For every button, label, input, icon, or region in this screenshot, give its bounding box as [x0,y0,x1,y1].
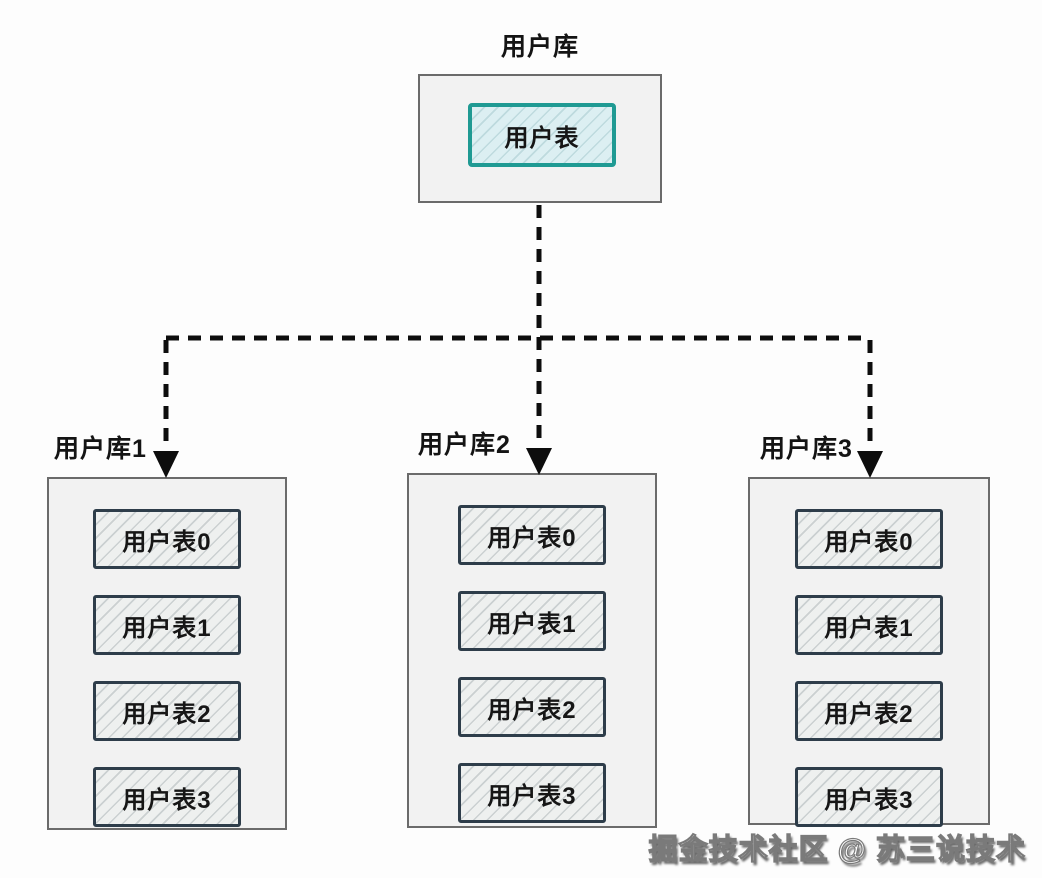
shard-db-box-3: 用户表0 用户表1 用户表2 用户表3 [748,477,990,827]
shard1-table-box-3: 用户表3 [93,767,241,827]
shard1-table-box-0: 用户表0 [93,509,241,569]
shard1-table-label-1: 用户表1 [122,614,212,642]
root-db-label: 用户库 [500,33,579,61]
shard3-table-label-0: 用户表0 [824,528,914,556]
shard2-table-box-1: 用户表1 [458,591,606,651]
shard2-table-box-0: 用户表0 [458,505,606,565]
shard-db-label-1: 用户库1 [54,435,147,463]
shard-db-box-1: 用户表0 用户表1 用户表2 用户表3 [47,477,287,830]
shard-db-label-3: 用户库3 [760,435,853,463]
shard1-table-box-2: 用户表2 [93,681,241,741]
shard2-table-label-3: 用户表3 [487,782,577,810]
shard-db-box-2: 用户表0 用户表1 用户表2 用户表3 [407,473,657,828]
arrow-down-icon-shard3 [857,451,883,478]
shard1-table-label-2: 用户表2 [122,700,212,728]
shard2-table-label-2: 用户表2 [487,696,577,724]
shard2-table-label-0: 用户表0 [487,524,577,552]
arrow-down-icon-shard1 [153,451,179,478]
shard3-table-box-1: 用户表1 [795,595,943,655]
root-table-label: 用户表 [504,124,580,152]
shard3-table-label-1: 用户表1 [824,614,914,642]
shard3-table-box-3: 用户表3 [795,767,943,827]
shard3-table-label-3: 用户表3 [824,786,914,814]
root-db-box: 用户表 [418,74,662,203]
shard2-table-box-2: 用户表2 [458,677,606,737]
arrow-down-icon-shard2 [526,448,552,475]
shard3-table-box-2: 用户表2 [795,681,943,741]
shard3-table-label-2: 用户表2 [824,700,914,728]
shard2-table-label-1: 用户表1 [487,610,577,638]
shard2-table-box-3: 用户表3 [458,763,606,823]
shard-db-label-2: 用户库2 [418,431,511,459]
shard1-table-label-3: 用户表3 [122,786,212,814]
shard1-table-box-1: 用户表1 [93,595,241,655]
shard1-table-label-0: 用户表0 [122,528,212,556]
shard3-table-box-0: 用户表0 [795,509,943,569]
watermark-text: 掘金技术社区 @ 苏三说技术 [648,833,1026,866]
root-table-box: 用户表 [468,103,616,167]
